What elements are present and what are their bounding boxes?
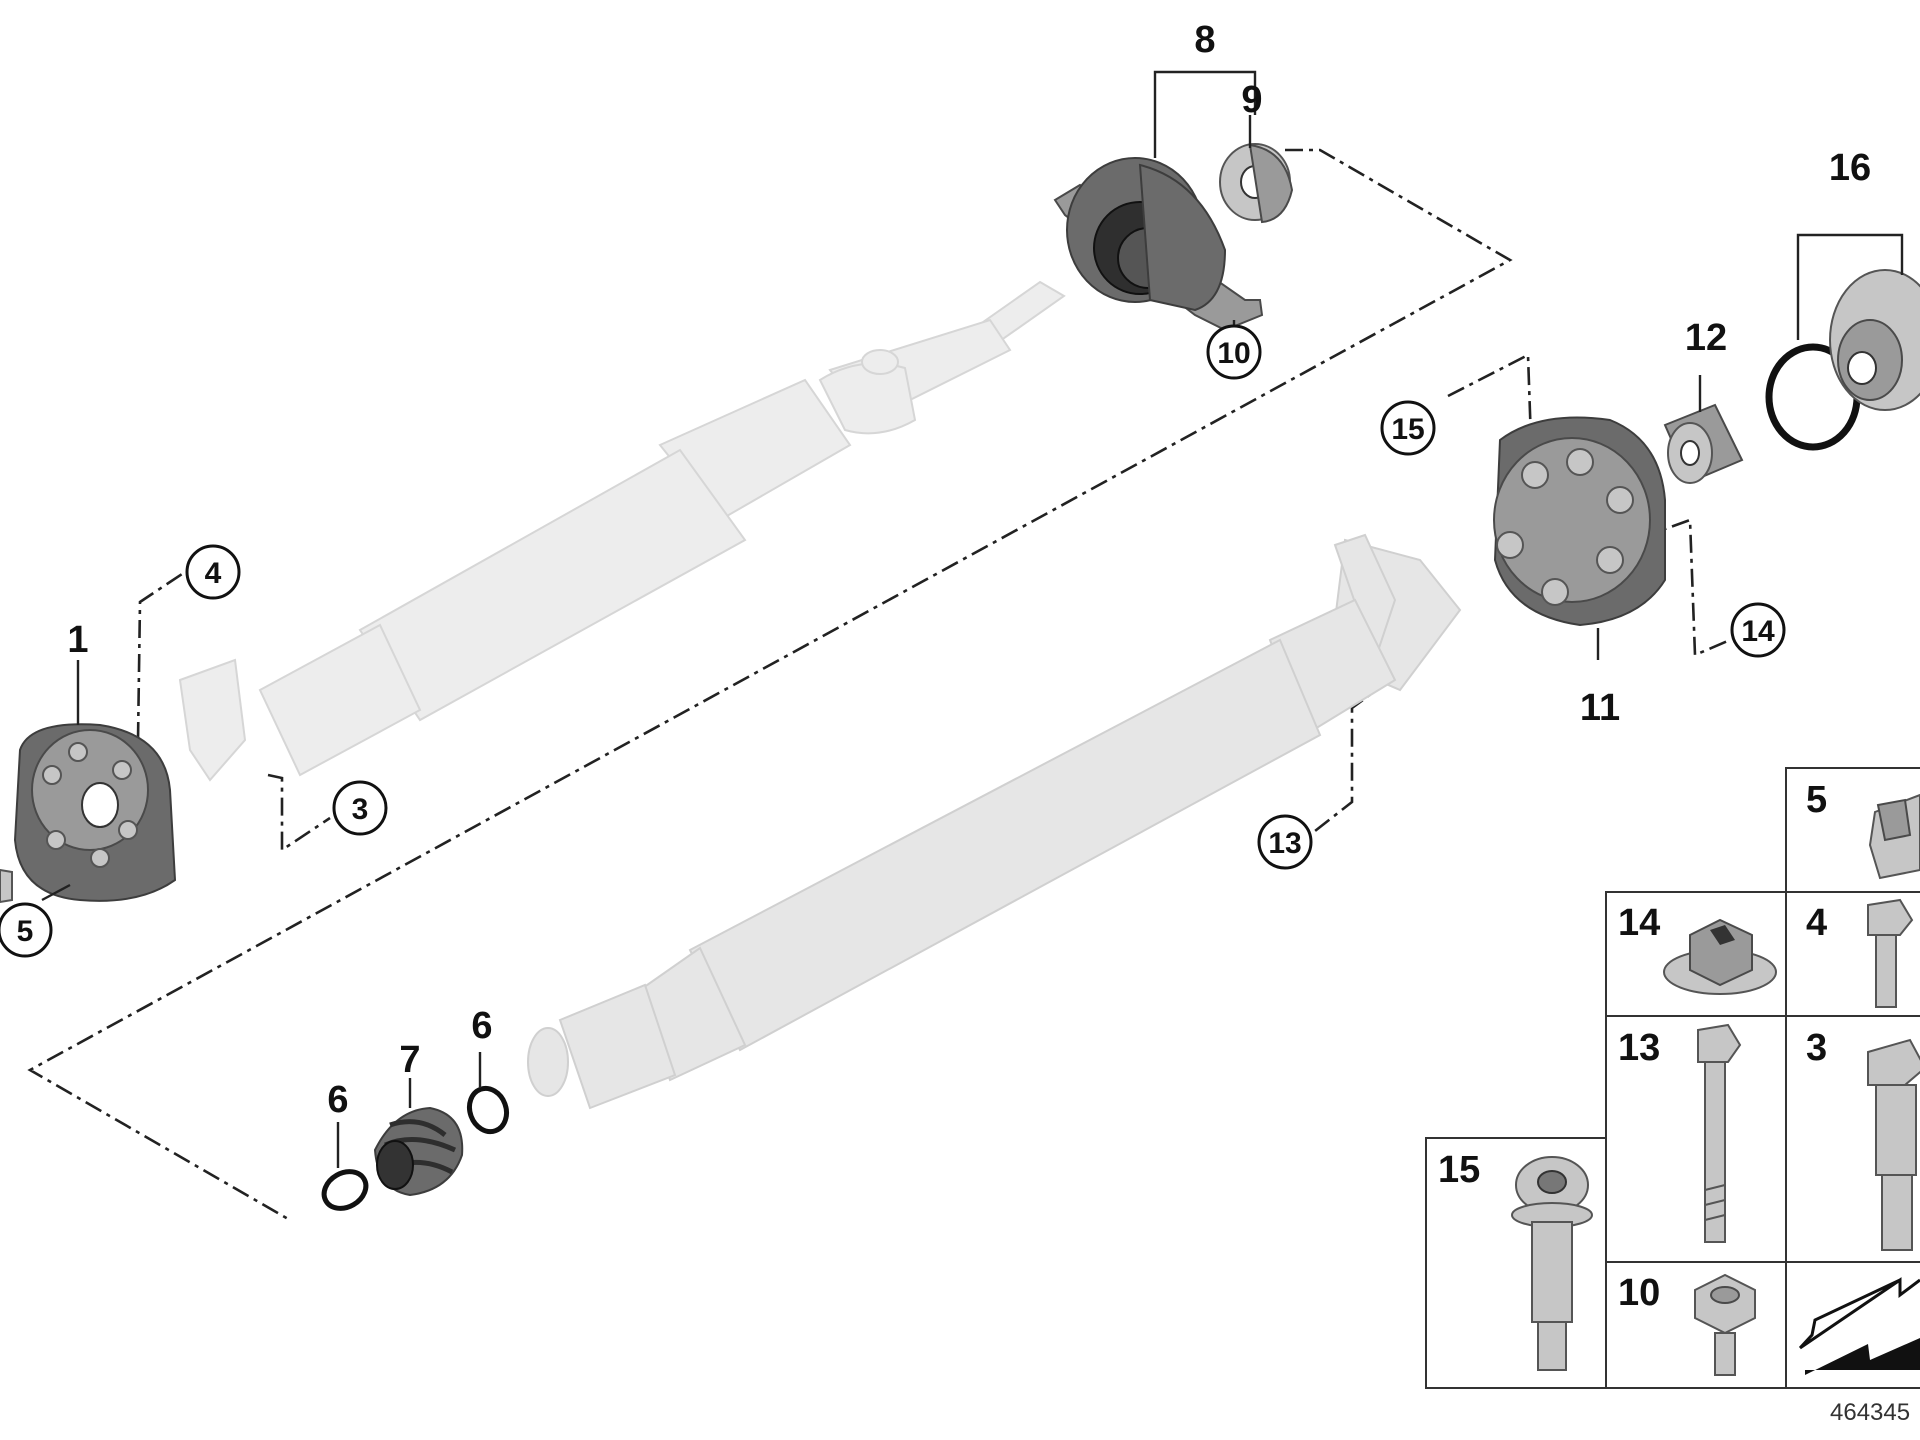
legend-cell-13: 13 bbox=[1618, 1023, 1742, 1243]
svg-text:3: 3 bbox=[352, 793, 369, 826]
upper-drive-shaft bbox=[178, 280, 1066, 782]
callout-7: 7 bbox=[399, 1039, 420, 1081]
protective-boot bbox=[373, 1106, 464, 1197]
legend-cell-3: 3 bbox=[1806, 1027, 1920, 1251]
center-bearing bbox=[1053, 157, 1264, 332]
legend-cell-4: 4 bbox=[1806, 898, 1914, 1008]
forward-direction-icon bbox=[1798, 1277, 1920, 1375]
callout-13: 13 bbox=[1257, 814, 1313, 870]
callout-8: 8 bbox=[1194, 19, 1215, 61]
svg-text:13: 13 bbox=[1618, 1027, 1660, 1069]
flexible-disc-rear bbox=[1493, 416, 1666, 627]
svg-text:4: 4 bbox=[205, 557, 222, 590]
centering-sleeve bbox=[1663, 403, 1744, 484]
callout-6-right: 6 bbox=[471, 1005, 492, 1047]
assembly-line-bolt-3 bbox=[267, 773, 331, 853]
svg-text:5: 5 bbox=[17, 915, 34, 948]
lower-drive-shaft bbox=[527, 533, 1462, 1110]
small-nut-partial bbox=[0, 868, 13, 904]
svg-text:14: 14 bbox=[1741, 615, 1775, 648]
svg-text:4: 4 bbox=[1806, 902, 1827, 944]
callout-11: 11 bbox=[1580, 687, 1620, 729]
leader-16 bbox=[1796, 233, 1904, 340]
callout-12: 12 bbox=[1685, 317, 1727, 359]
svg-text:3: 3 bbox=[1806, 1027, 1827, 1069]
svg-text:10: 10 bbox=[1618, 1272, 1660, 1314]
legend-cell-14: 14 bbox=[1618, 902, 1777, 995]
sealing-ring-left bbox=[321, 1169, 369, 1211]
diagram-code: 464345 bbox=[1830, 1399, 1910, 1426]
callout-15: 15 bbox=[1380, 400, 1436, 456]
svg-text:13: 13 bbox=[1268, 827, 1301, 860]
svg-text:15: 15 bbox=[1438, 1149, 1480, 1191]
sealing-ring-right bbox=[466, 1085, 510, 1135]
svg-text:14: 14 bbox=[1618, 902, 1660, 944]
assembly-line-bolt-13 bbox=[1305, 678, 1391, 840]
callout-3: 3 bbox=[332, 780, 388, 836]
svg-text:15: 15 bbox=[1391, 413, 1424, 446]
leader-8 bbox=[1153, 70, 1257, 158]
flexible-disc-front bbox=[13, 723, 177, 902]
output-flange bbox=[1829, 269, 1920, 411]
svg-text:10: 10 bbox=[1217, 337, 1250, 370]
callout-6-left: 6 bbox=[327, 1079, 348, 1121]
assembly-line-bolt-4 bbox=[136, 568, 189, 741]
svg-text:5: 5 bbox=[1806, 779, 1827, 821]
callout-1: 1 bbox=[67, 619, 88, 661]
legend-cell-15: 15 bbox=[1438, 1149, 1593, 1371]
shaft-seal bbox=[1219, 143, 1294, 224]
fastener-legend: 5 14 4 13 3 bbox=[1425, 767, 1920, 1389]
legend-cell-5: 5 bbox=[1806, 779, 1920, 880]
callout-14: 14 bbox=[1730, 602, 1786, 658]
callout-4: 4 bbox=[185, 544, 241, 600]
callout-10: 10 bbox=[1206, 324, 1262, 380]
callout-16: 16 bbox=[1829, 147, 1871, 189]
legend-cell-10: 10 bbox=[1618, 1272, 1756, 1376]
callout-5: 5 bbox=[0, 902, 53, 958]
callout-9: 9 bbox=[1241, 79, 1262, 121]
assembly-line-upper bbox=[27, 148, 1513, 1222]
leader-5 bbox=[41, 883, 71, 902]
